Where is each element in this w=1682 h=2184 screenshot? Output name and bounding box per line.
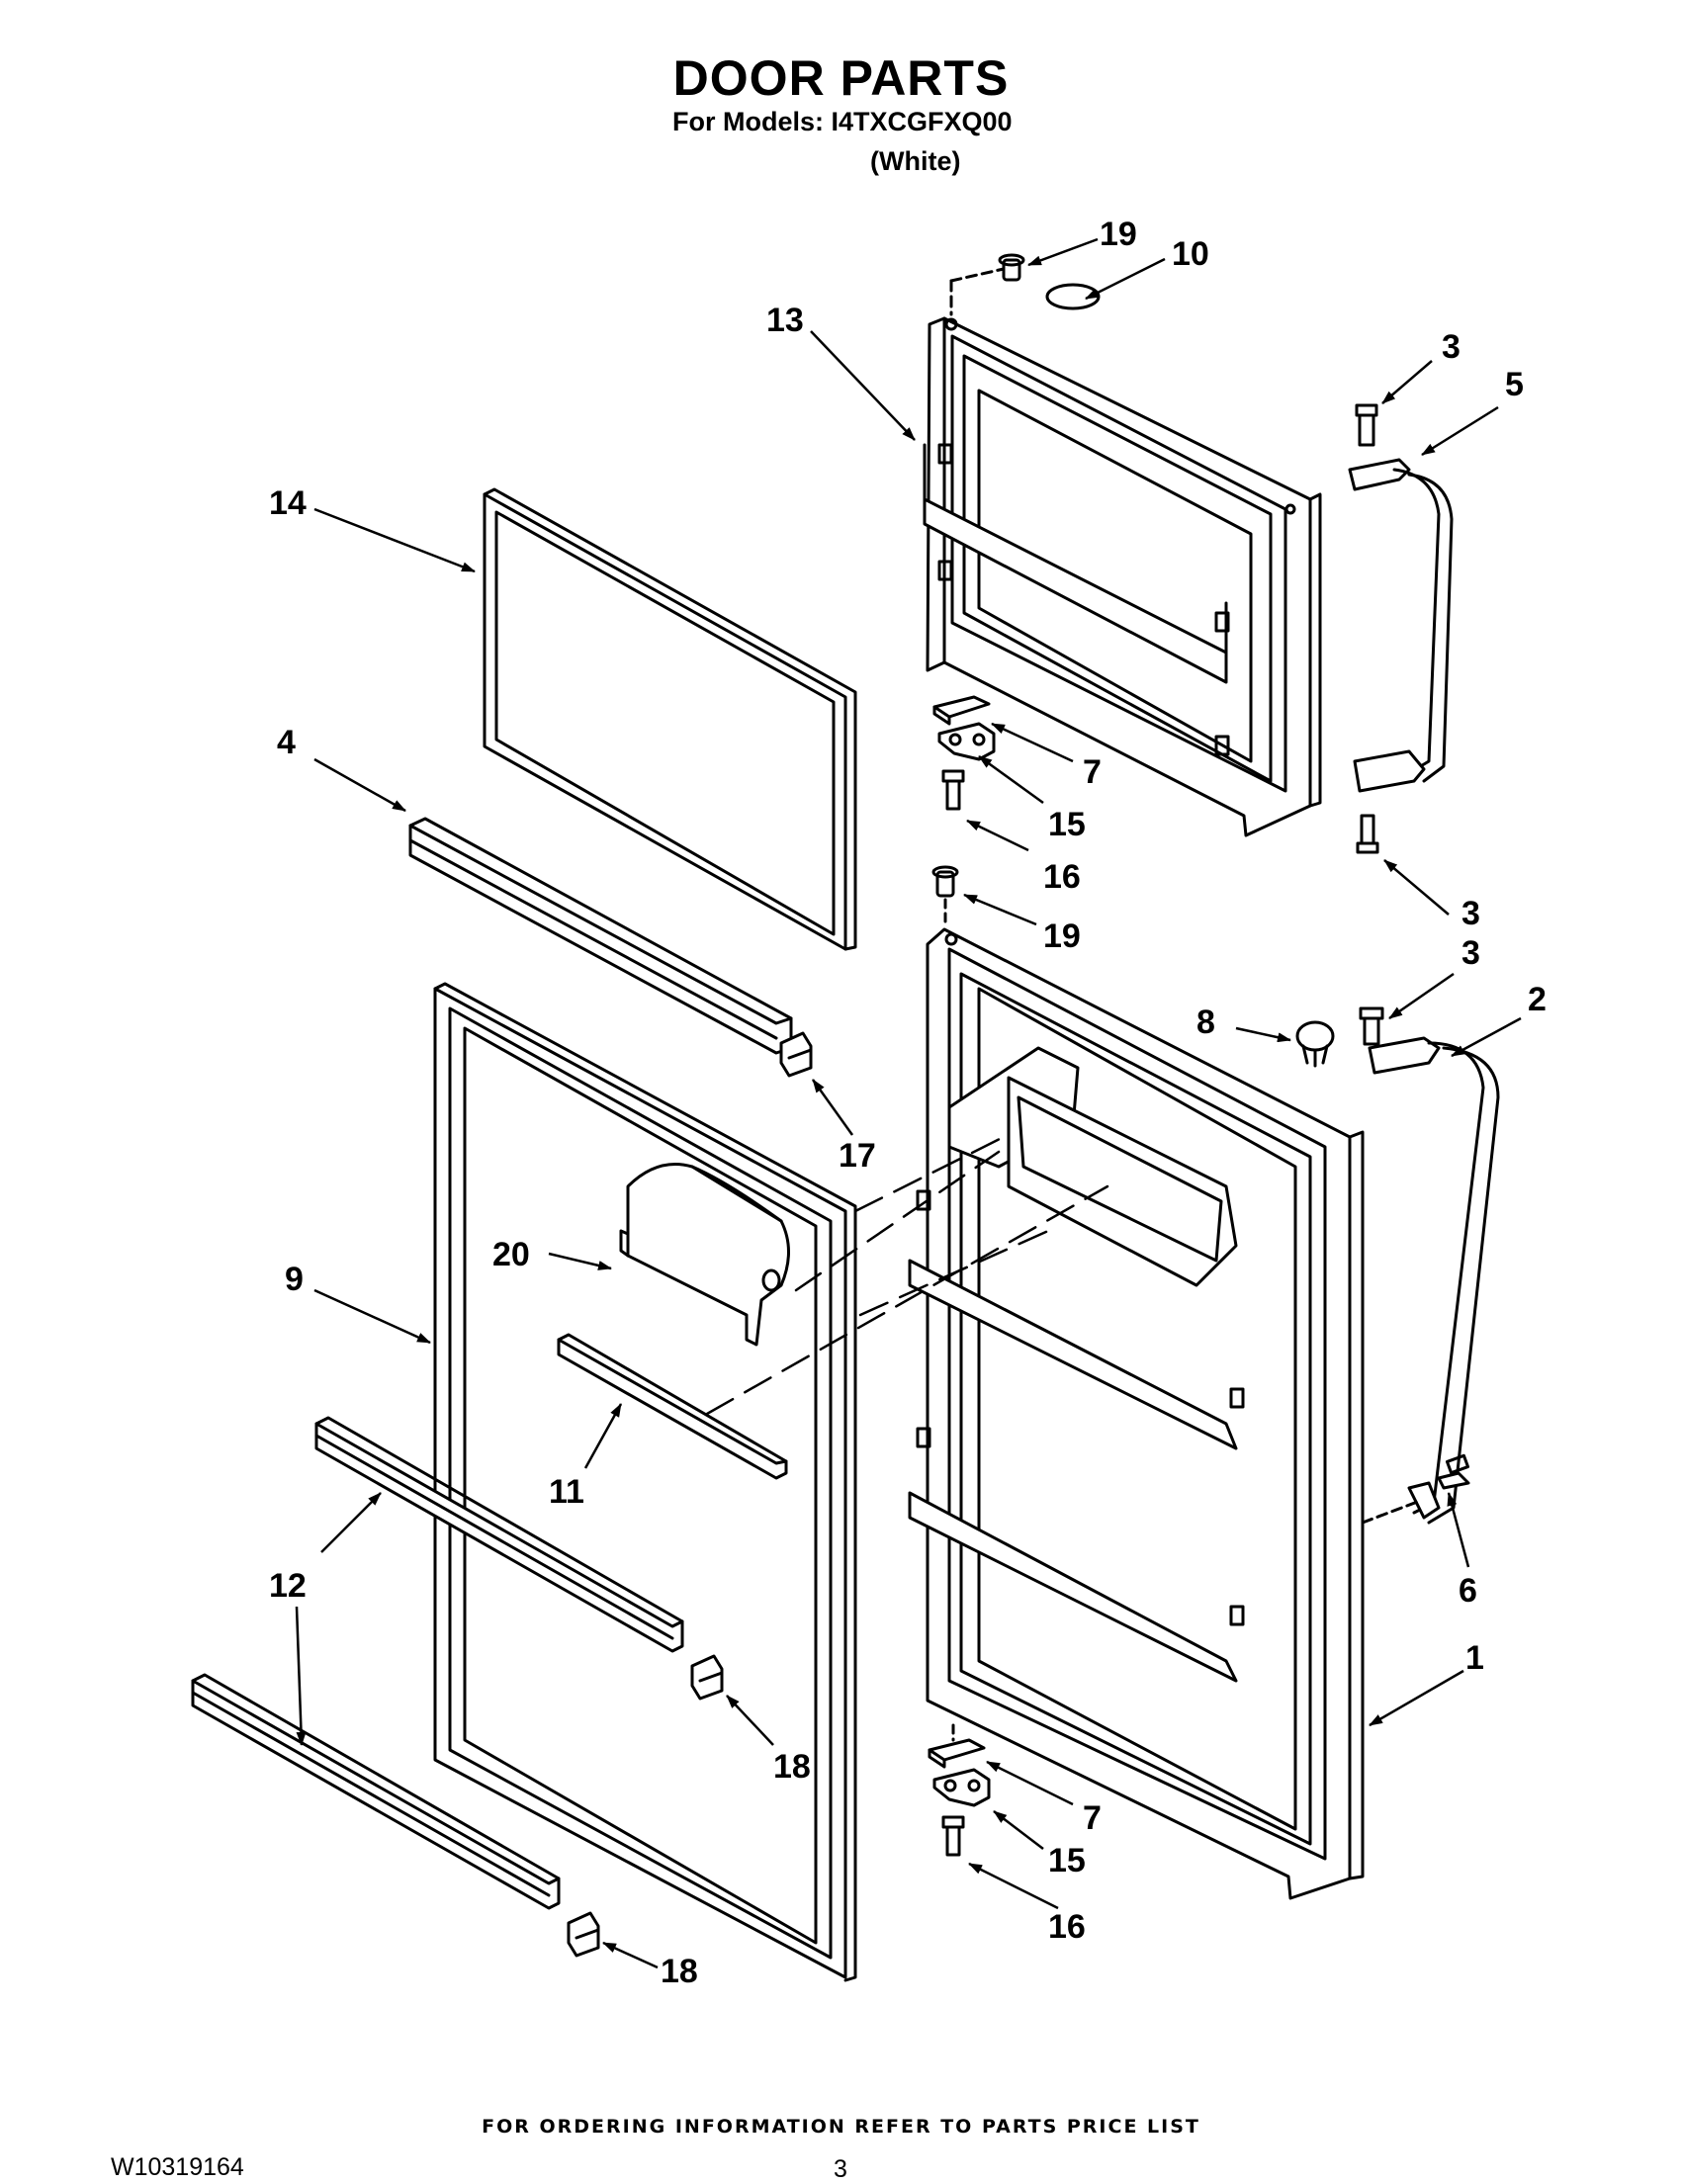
callout-13: 13	[766, 302, 804, 339]
ordering-info-note: FOR ORDERING INFORMATION REFER TO PARTS …	[482, 2116, 1200, 2138]
callout-9: 9	[285, 1261, 304, 1298]
callout-16: 16	[1048, 1908, 1086, 1946]
callout-19: 19	[1043, 917, 1081, 955]
fresh-food-lower-hinge	[928, 1723, 991, 1857]
door-shelf-trim-lower	[191, 1673, 561, 1910]
callout-15: 15	[1048, 806, 1086, 843]
door-shelf-trim	[557, 1333, 788, 1480]
callout-12: 12	[269, 1567, 307, 1605]
callout-18: 18	[773, 1748, 811, 1786]
callout-14: 14	[269, 484, 307, 522]
callout-2: 2	[1528, 981, 1547, 1018]
callout-11: 11	[549, 1473, 584, 1511]
callout-10: 10	[1172, 235, 1209, 273]
callout-1: 1	[1465, 1639, 1484, 1677]
hinge-hole-plug	[1295, 1020, 1335, 1068]
callout-17: 17	[839, 1137, 876, 1175]
model-number: For Models: I4TXCGFXQ00	[672, 107, 1013, 136]
callout-15: 15	[1048, 1842, 1086, 1879]
callout-3: 3	[1461, 895, 1480, 932]
page-number: 3	[834, 2155, 847, 2183]
trim-end-cap-17	[779, 1031, 813, 1078]
callout-20: 20	[492, 1236, 530, 1273]
hinge-pin-middle	[931, 865, 959, 926]
callout-5: 5	[1505, 366, 1524, 403]
callout-6: 6	[1459, 1572, 1477, 1610]
page-title: DOOR PARTS	[672, 50, 1010, 106]
freezer-door	[923, 316, 1322, 837]
assembly-guide-lines	[705, 1135, 1109, 1416]
fresh-food-door-gasket	[433, 982, 857, 1982]
leader-lines	[295, 237, 1522, 1969]
callout-3: 3	[1461, 934, 1480, 972]
callout-7: 7	[1083, 753, 1102, 791]
callout-19: 19	[1100, 216, 1137, 253]
callout-7: 7	[1083, 1799, 1102, 1837]
fresh-food-door	[908, 927, 1365, 1900]
freezer-lower-hinge	[932, 695, 996, 811]
dairy-door	[619, 1163, 790, 1347]
callout-3: 3	[1442, 328, 1461, 366]
callout-numbers: 19 10 13 3 5 14 4 7 15 16 3 19 3 2 8 17 …	[269, 216, 1547, 1990]
freezer-handle	[1348, 403, 1454, 854]
callout-16: 16	[1043, 858, 1081, 896]
callout-18: 18	[661, 1953, 698, 1990]
callout-8: 8	[1196, 1004, 1215, 1041]
callout-4: 4	[277, 724, 296, 761]
hinge-pin-top	[949, 253, 1025, 316]
freezer-shelf-trim	[408, 817, 793, 1055]
freezer-door-gasket	[483, 487, 857, 951]
trim-end-cap-18b	[567, 1911, 600, 1958]
fresh-food-handle	[1359, 1006, 1500, 1525]
trim-end-cap-18a	[690, 1654, 724, 1701]
door-shelf-trim-upper	[314, 1416, 684, 1653]
document-number: W10319164	[111, 2153, 244, 2181]
model-variant: (White)	[870, 146, 961, 176]
